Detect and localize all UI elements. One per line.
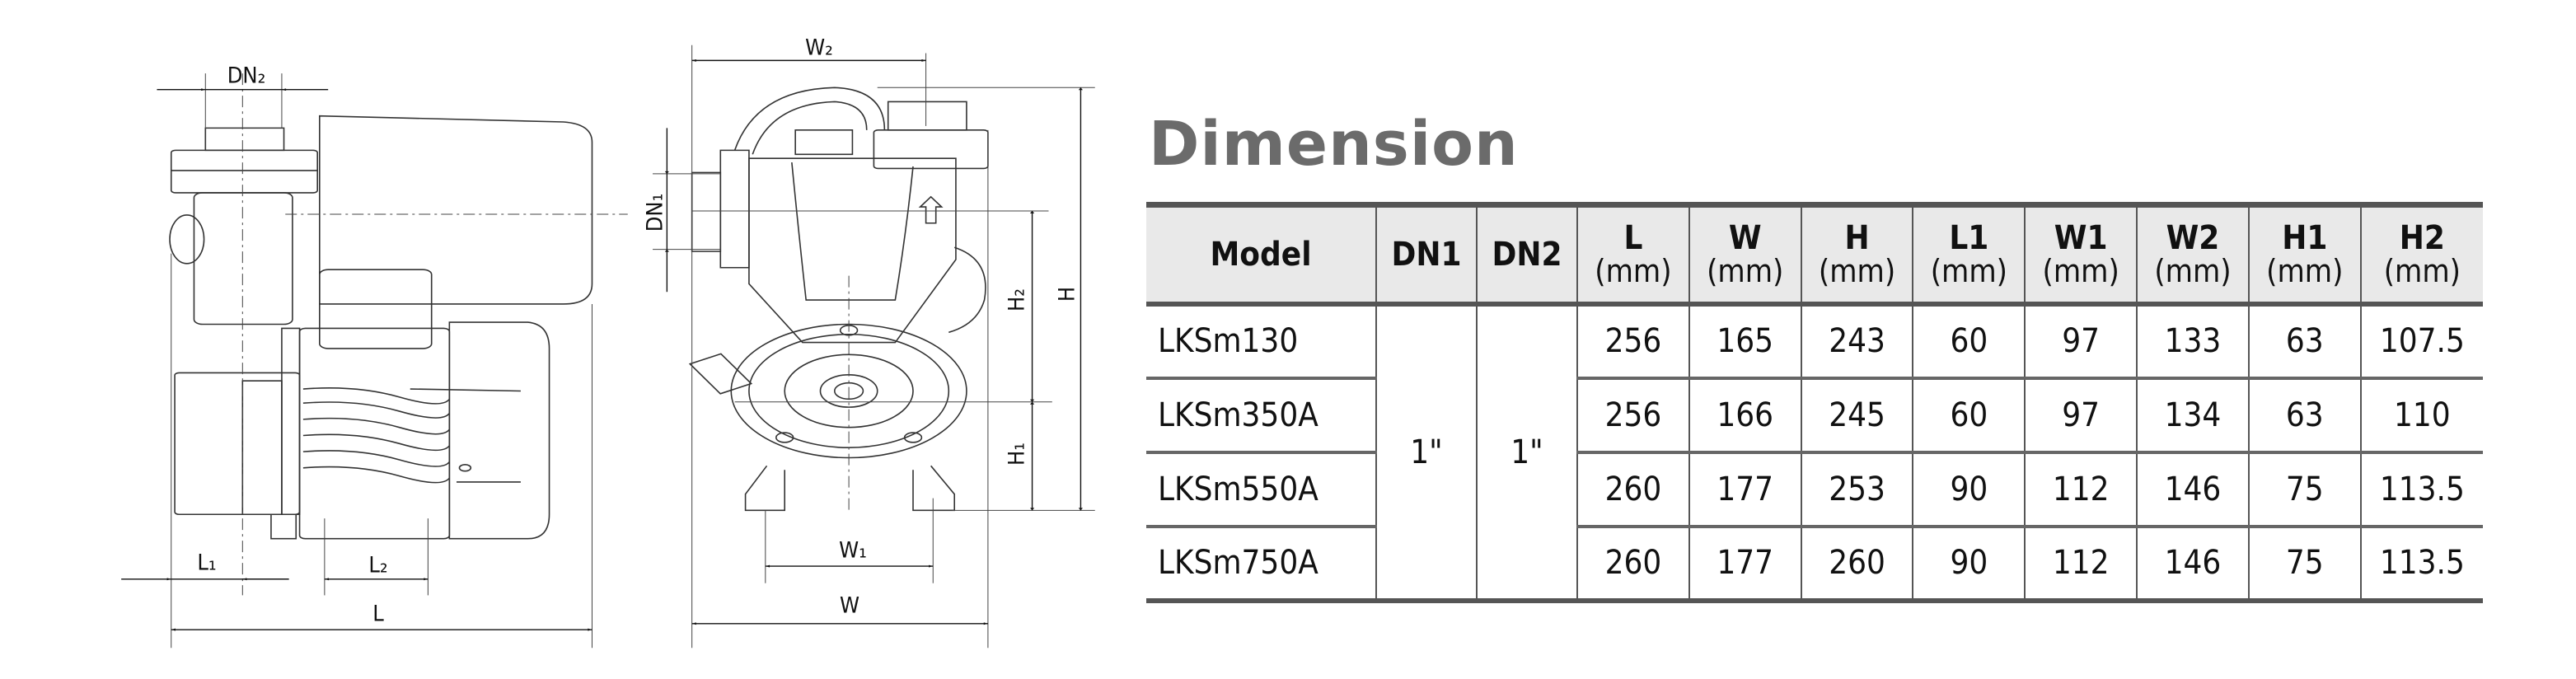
cell-value: 177 — [1688, 452, 1802, 527]
header-label: DN2 — [1492, 235, 1562, 274]
cell-value: 63 — [2247, 377, 2362, 452]
cell-value: 133 — [2136, 303, 2250, 378]
cell-value: 146 — [2136, 452, 2250, 527]
header-label: DN1 — [1391, 235, 1462, 274]
header-label: L1 — [1949, 218, 1989, 257]
header-label: W2 — [2166, 218, 2220, 257]
cell-value: 253 — [1800, 452, 1914, 527]
cell-value: 112 — [2024, 452, 2138, 527]
header-unit: (mm) — [2154, 252, 2232, 289]
cell-value: 260 — [1576, 452, 1690, 527]
cell-value: 134 — [2136, 377, 2250, 452]
cell-value: 75 — [2247, 452, 2362, 527]
dimension-table: Model DN1 DN2 L(mm) W(mm) H(mm) L1(mm) W… — [1146, 202, 2483, 603]
l-label: L — [372, 601, 384, 627]
cell-model: LKSm550A — [1146, 452, 1377, 527]
header-dn1: DN1 — [1375, 204, 1478, 304]
cell-value: 97 — [2024, 303, 2138, 378]
cell-value: 97 — [2024, 377, 2138, 452]
cell-value: 245 — [1800, 377, 1914, 452]
cell-value: 107.5 — [2359, 303, 2483, 378]
h1-label: H₁ — [1004, 442, 1030, 466]
cell-model: LKSm350A — [1146, 377, 1377, 452]
cell-value: 63 — [2247, 303, 2362, 378]
cell-model: LKSm130 — [1146, 303, 1377, 378]
header-w2: W2(mm) — [2136, 204, 2250, 304]
dn1-label: DN₁ — [642, 193, 668, 232]
cell-value: 60 — [1912, 303, 2026, 378]
header-unit: (mm) — [1930, 252, 2007, 289]
section-title: Dimension — [1149, 109, 1519, 180]
cell-value: 256 — [1576, 303, 1690, 378]
header-model: Model — [1146, 204, 1377, 304]
cell-value: 90 — [1912, 452, 2026, 527]
header-h1: H1(mm) — [2247, 204, 2362, 304]
header-h: H(mm) — [1800, 204, 1914, 304]
cell-value: 166 — [1688, 377, 1802, 452]
cell-value: 110 — [2359, 377, 2483, 452]
pump-technical-drawing — [0, 33, 1104, 659]
cell-dn1: 1" — [1375, 303, 1478, 601]
w1-label: W₁ — [839, 537, 867, 564]
cell-dn2: 1" — [1476, 303, 1578, 601]
header-l: L(mm) — [1576, 204, 1690, 304]
w2-label: W₂ — [805, 35, 833, 61]
header-label: W — [1728, 218, 1762, 257]
w-label: W — [839, 592, 860, 619]
h-label: H — [1054, 286, 1080, 302]
cell-value: 112 — [2024, 526, 2138, 601]
header-label: L — [1623, 218, 1643, 257]
header-unit: (mm) — [1595, 252, 1672, 289]
header-label: H1 — [2282, 218, 2328, 257]
cell-value: 260 — [1576, 526, 1690, 601]
header-label: Model — [1210, 235, 1312, 274]
header-w: W(mm) — [1688, 204, 1802, 304]
cell-value: 243 — [1800, 303, 1914, 378]
header-unit: (mm) — [1818, 252, 1896, 289]
header-l1: L1(mm) — [1912, 204, 2026, 304]
cell-value: 113.5 — [2359, 452, 2483, 527]
pump-dimension-drawing — [0, 33, 1104, 659]
cell-value: 165 — [1688, 303, 1802, 378]
front-view — [690, 87, 988, 510]
cell-value: 177 — [1688, 526, 1802, 601]
header-unit: (mm) — [1707, 252, 1784, 289]
l2-label: L₂ — [368, 552, 388, 578]
header-unit: (mm) — [2266, 252, 2344, 289]
cell-value: 75 — [2247, 526, 2362, 601]
header-w1: W1(mm) — [2024, 204, 2138, 304]
h2-label: H₂ — [1004, 288, 1030, 312]
header-label: H2 — [2399, 218, 2445, 257]
cell-value: 146 — [2136, 526, 2250, 601]
header-label: H — [1844, 218, 1870, 257]
header-h2: H2(mm) — [2359, 204, 2483, 304]
header-label: W1 — [2054, 218, 2108, 257]
dn2-label: DN₂ — [227, 63, 266, 89]
table-header-row: Model DN1 DN2 L(mm) W(mm) H(mm) L1(mm) W… — [1146, 204, 2483, 304]
header-dn2: DN2 — [1476, 204, 1578, 304]
header-unit: (mm) — [2383, 252, 2461, 289]
side-view — [170, 116, 592, 539]
cell-value: 60 — [1912, 377, 2026, 452]
l1-label: L₁ — [197, 550, 217, 576]
header-unit: (mm) — [2042, 252, 2119, 289]
cell-value: 113.5 — [2359, 526, 2483, 601]
cell-value: 260 — [1800, 526, 1914, 601]
cell-value: 90 — [1912, 526, 2026, 601]
cell-model: LKSm750A — [1146, 526, 1377, 601]
cell-value: 256 — [1576, 377, 1690, 452]
